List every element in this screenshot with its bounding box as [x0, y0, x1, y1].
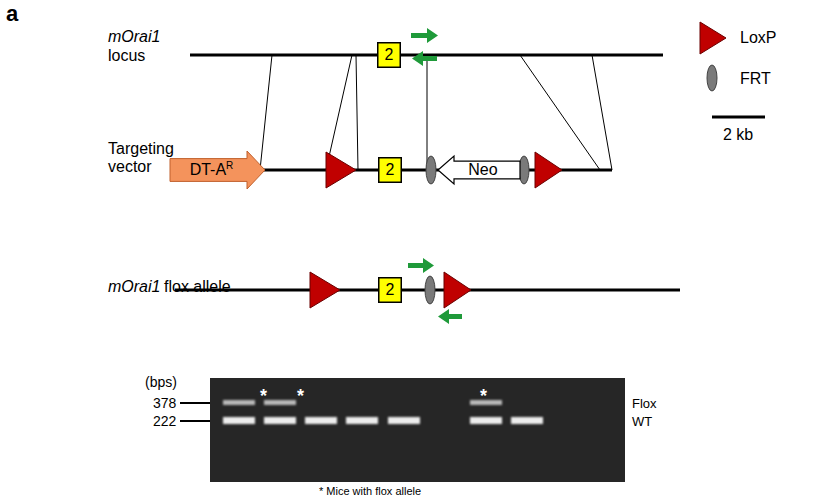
node-label: 2 [386, 281, 395, 298]
gene-name: mOrai1 [108, 28, 160, 46]
exon-box: 2 [378, 157, 402, 183]
row-label: flox allele [164, 278, 231, 296]
asterisk: * [480, 386, 487, 406]
gel-note: * Mice with flox allele [319, 485, 421, 498]
axis-unit: (bps) [145, 374, 177, 390]
node-shape [438, 156, 520, 184]
row-label: locus [108, 47, 145, 65]
legend-label: FRT [740, 70, 771, 88]
node-shape [170, 151, 265, 189]
asterisk: * [297, 386, 304, 406]
node-label: 2 [385, 46, 394, 63]
size-marker: 222 [153, 413, 176, 429]
selection-cassette: DT-AR [170, 151, 265, 189]
row-label: Targeting vector [108, 140, 188, 176]
node-shape [379, 278, 402, 303]
node-shape [379, 158, 402, 183]
superscript: R [226, 160, 233, 171]
exon-box: 2 [377, 42, 401, 68]
node-shape [378, 43, 401, 68]
gene-name: mOrai1 [108, 278, 160, 296]
panel-letter: a [6, 2, 18, 26]
node-text-group: DT-AR [190, 161, 234, 179]
exon-box: 2 [378, 277, 402, 303]
node-text-group: 2 [385, 46, 394, 64]
node-text-group: Neo [468, 161, 497, 179]
band-label: Flox [632, 396, 657, 411]
legend-label: LoxP [740, 29, 776, 47]
node-label: DT-A [190, 161, 226, 178]
band-label: WT [632, 414, 652, 429]
node-text-group: 2 [386, 281, 395, 299]
neo-cassette: Neo [438, 156, 520, 184]
node-label: Neo [468, 161, 497, 178]
scale-label: 2 kb [723, 126, 753, 144]
node-text-group: 2 [386, 161, 395, 179]
node-label: 2 [386, 161, 395, 178]
size-marker: 378 [153, 395, 176, 411]
asterisk: * [260, 386, 267, 406]
